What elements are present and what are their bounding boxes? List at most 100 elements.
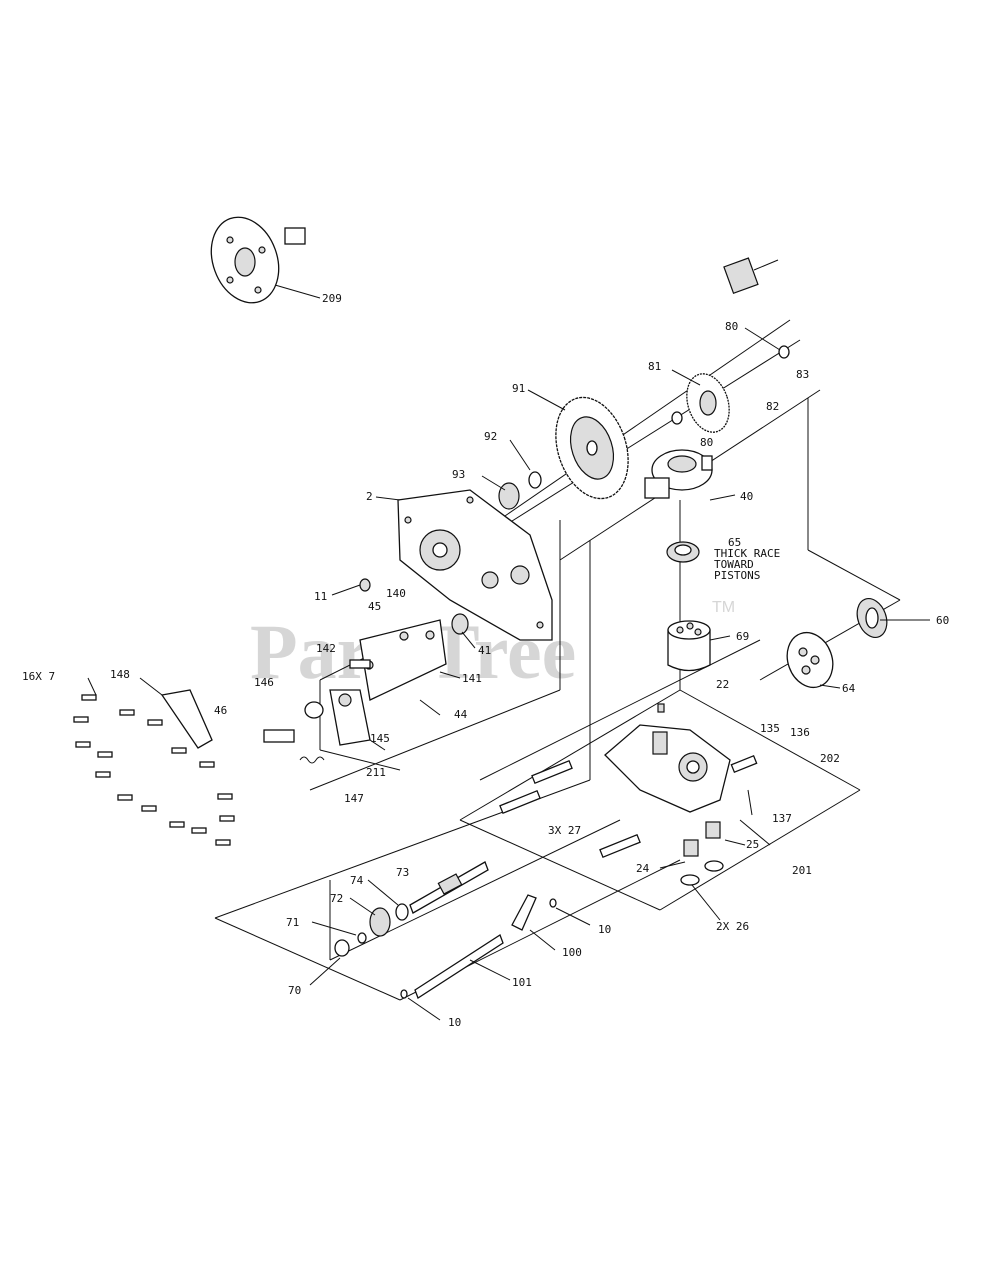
- callout-64: 64: [842, 682, 856, 695]
- part-81-gear: [686, 373, 730, 433]
- callout-145: 145: [370, 732, 390, 745]
- part-148-plate: [160, 689, 213, 749]
- part-46-bolt: [263, 729, 295, 743]
- callout-65: 65: [728, 536, 741, 549]
- part-147-spring: [299, 756, 325, 764]
- part-100-swing-arm: [511, 894, 537, 931]
- part-60-seal: [856, 598, 888, 638]
- callout-146: 146: [254, 676, 274, 689]
- callout-82: 82: [766, 400, 779, 413]
- callout-83: 83: [796, 368, 809, 381]
- callout-140: 140: [386, 587, 406, 600]
- part-146-washer: [304, 701, 324, 719]
- callout-201: 201: [792, 864, 812, 877]
- part-74-washer: [395, 903, 409, 921]
- note-toward: TOWARD: [714, 558, 754, 571]
- callout-80-mid: 80: [700, 436, 713, 449]
- callout-71: 71: [286, 916, 299, 929]
- part-72-gear: [369, 907, 391, 937]
- callout-69: 69: [736, 630, 749, 643]
- callout-147: 147: [344, 792, 364, 805]
- part-24-plug: [683, 839, 699, 857]
- part-2-housing: [397, 489, 553, 641]
- note-pistons: PISTONS: [714, 569, 760, 582]
- callout-211: 211: [366, 766, 386, 779]
- callout-70: 70: [288, 984, 301, 997]
- callout-11: 11: [314, 590, 327, 603]
- callout-148: 148: [110, 668, 130, 681]
- leader-lines: [87, 327, 930, 1021]
- callout-93: 93: [452, 468, 465, 481]
- part-65-thrust-bearing: [666, 541, 700, 563]
- part-201-lower-housing: [604, 724, 731, 813]
- part-137-clip: [747, 789, 753, 816]
- callout-25: 25: [746, 838, 759, 851]
- part-10-ring-lower: [400, 989, 408, 999]
- watermark-trademark: TM: [712, 599, 735, 616]
- part-45-washer: [399, 631, 409, 641]
- callout-136: 136: [790, 726, 810, 739]
- callout-2: 2: [366, 490, 373, 503]
- callout-16x7: 16X 7: [22, 670, 55, 683]
- note-thick-race: THICK RACE: [714, 547, 780, 560]
- part-64-motor-block: [786, 631, 834, 689]
- part-26-oring-b: [704, 860, 724, 872]
- callout-101: 101: [512, 976, 532, 989]
- part-22-pin: [657, 703, 665, 713]
- callout-41: 41: [478, 644, 491, 657]
- part-70-washer: [334, 939, 350, 957]
- callout-46: 46: [214, 704, 227, 717]
- part-209-flange-hub: [210, 216, 321, 304]
- part-140-washer: [425, 630, 435, 640]
- callout-labels: 209 80 81 83 82 91 80 92 93 40 2 65 THIC…: [22, 292, 949, 1029]
- callout-74: 74: [350, 874, 364, 887]
- callout-40: 40: [740, 490, 753, 503]
- callout-60: 60: [936, 614, 949, 627]
- part-7-bolt-set: [73, 694, 235, 846]
- callout-22: 22: [716, 678, 729, 691]
- callout-209: 209: [322, 292, 342, 305]
- part-26-oring-a: [680, 874, 700, 886]
- callout-72: 72: [330, 892, 343, 905]
- callout-3x27: 3X 27: [548, 824, 581, 837]
- assembly-axis-lines: [214, 319, 901, 1001]
- callout-81: 81: [648, 360, 661, 373]
- part-92-washer: [528, 471, 542, 489]
- part-69-cylinder-block: [667, 620, 711, 672]
- part-71-ring: [357, 932, 367, 944]
- callout-80-top: 80: [725, 320, 738, 333]
- callout-91: 91: [512, 382, 525, 395]
- callout-73: 73: [396, 866, 409, 879]
- callout-142: 142: [316, 642, 336, 655]
- part-41-seal: [451, 613, 469, 635]
- callout-45: 45: [368, 600, 381, 613]
- callout-2x26: 2X 26: [716, 920, 749, 933]
- part-93-bearing: [498, 482, 520, 510]
- callout-10-bottom: 10: [448, 1016, 461, 1029]
- callout-141: 141: [462, 672, 482, 685]
- part-135-pin: [730, 754, 758, 774]
- part-142-pin: [349, 659, 371, 669]
- callout-10-right: 10: [598, 923, 611, 936]
- part-25-plug: [705, 821, 721, 839]
- part-27-bolts: [499, 759, 641, 859]
- part-82-pinion: [723, 257, 779, 295]
- part-10-ring-upper: [549, 898, 557, 908]
- part-11-fastener: [359, 578, 371, 592]
- part-80-washer: [778, 345, 790, 359]
- callout-202: 202: [820, 752, 840, 765]
- callout-135: 135: [760, 722, 780, 735]
- callout-24: 24: [636, 862, 650, 875]
- part-73-shaft: [409, 861, 489, 914]
- callout-137: 137: [772, 812, 792, 825]
- callout-92: 92: [484, 430, 497, 443]
- part-91-large-gear: [555, 396, 629, 500]
- callout-44: 44: [454, 708, 468, 721]
- part-40-center-section: [644, 449, 713, 499]
- part-80-washer-lower: [671, 411, 683, 425]
- part-145-arm: [329, 689, 371, 746]
- callout-100: 100: [562, 946, 582, 959]
- part-101-shaft: [414, 934, 504, 999]
- part-141-bracket: [359, 619, 447, 701]
